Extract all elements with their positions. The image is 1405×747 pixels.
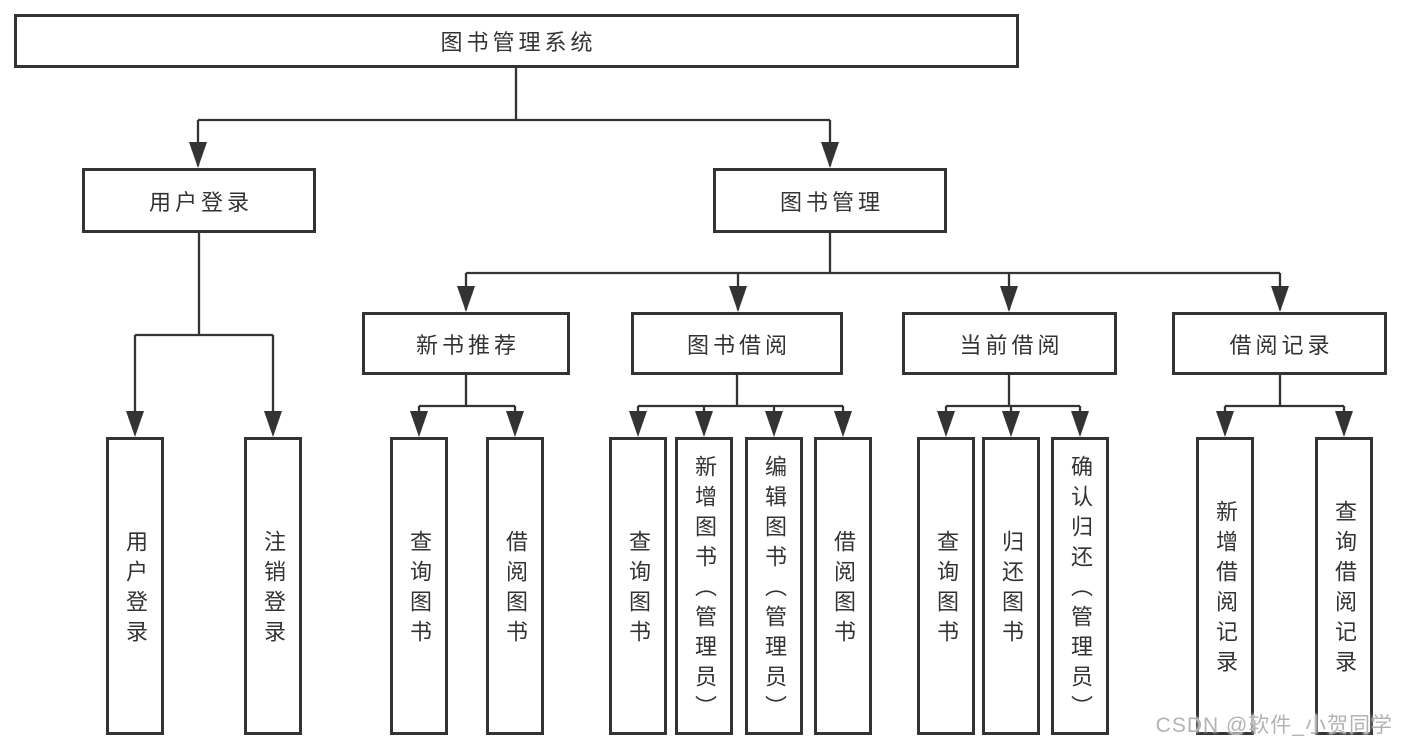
node-leaf-cb-confirm-return-label: 确认归还（管理员） xyxy=(1068,455,1093,725)
node-leaf-bb-query-book: 查询图书 xyxy=(609,437,667,735)
connector-user-login-to-leaves xyxy=(126,233,282,437)
arrow-down-icon xyxy=(1335,411,1353,437)
node-leaf-br-add-record: 新增借阅记录 xyxy=(1196,437,1254,735)
node-borrow-record: 借阅记录 xyxy=(1172,312,1387,375)
node-leaf-user-login: 用户登录 xyxy=(106,437,164,735)
arrow-down-icon xyxy=(1271,286,1289,312)
node-leaf-bb-borrow-book-label: 借阅图书 xyxy=(831,530,856,650)
connector-current-borrow-to-leaves xyxy=(937,375,1089,437)
node-leaf-bb-borrow-book: 借阅图书 xyxy=(814,437,872,735)
arrow-down-icon xyxy=(629,411,647,437)
arrow-down-icon xyxy=(506,411,524,437)
node-root-system-label: 图书管理系统 xyxy=(440,30,597,55)
arrow-down-icon xyxy=(126,411,144,437)
node-leaf-br-add-record-label: 新增借阅记录 xyxy=(1213,500,1238,680)
node-leaf-cb-confirm-return: 确认归还（管理员） xyxy=(1051,437,1109,735)
node-leaf-cb-query-book-label: 查询图书 xyxy=(934,530,959,650)
node-leaf-cb-query-book: 查询图书 xyxy=(917,437,975,735)
arrow-down-icon xyxy=(457,286,475,312)
connector-root-to-level2 xyxy=(189,68,839,168)
node-leaf-user-login-label: 用户登录 xyxy=(123,530,148,650)
node-leaf-bb-query-book-label: 查询图书 xyxy=(626,530,651,650)
node-user-login: 用户登录 xyxy=(82,168,316,233)
node-leaf-bb-add-book: 新增图书（管理员） xyxy=(675,437,733,735)
node-book-borrow: 图书借阅 xyxy=(631,312,843,375)
node-borrow-record-label: 借阅记录 xyxy=(1229,332,1334,358)
connector-book-borrow-to-leaves xyxy=(629,375,852,437)
node-leaf-rec-borrow-book-label: 借阅图书 xyxy=(503,530,528,650)
node-leaf-bb-edit-book: 编辑图书（管理员） xyxy=(745,437,803,735)
node-leaf-cb-return-book: 归还图书 xyxy=(982,437,1040,735)
node-leaf-rec-query-book: 查询图书 xyxy=(390,437,448,735)
arrow-down-icon xyxy=(1216,411,1234,437)
node-leaf-br-query-record-label: 查询借阅记录 xyxy=(1332,500,1357,680)
arrow-down-icon xyxy=(695,411,713,437)
node-root-system: 图书管理系统 xyxy=(14,14,1019,68)
node-leaf-bb-edit-book-label: 编辑图书（管理员） xyxy=(762,455,787,725)
csdn-watermark: CSDN @软件_小贺同学 xyxy=(1155,714,1393,737)
arrow-down-icon xyxy=(821,142,839,168)
node-current-borrow: 当前借阅 xyxy=(902,312,1117,375)
node-leaf-logout-label: 注销登录 xyxy=(261,530,286,650)
arrow-down-icon xyxy=(410,411,428,437)
node-new-book-rec: 新书推荐 xyxy=(362,312,570,375)
node-leaf-bb-add-book-label: 新增图书（管理员） xyxy=(692,455,717,725)
node-book-borrow-label: 图书借阅 xyxy=(686,332,791,358)
arrow-down-icon xyxy=(729,286,747,312)
node-current-borrow-label: 当前借阅 xyxy=(959,332,1064,358)
node-leaf-br-query-record: 查询借阅记录 xyxy=(1315,437,1373,735)
arrow-down-icon xyxy=(189,142,207,168)
node-leaf-rec-borrow-book: 借阅图书 xyxy=(486,437,544,735)
arrow-down-icon xyxy=(1002,411,1020,437)
arrow-down-icon xyxy=(765,411,783,437)
node-user-login-label: 用户登录 xyxy=(148,189,253,215)
arrow-down-icon xyxy=(1000,286,1018,312)
node-leaf-logout: 注销登录 xyxy=(244,437,302,735)
connector-new-book-rec-to-leaves xyxy=(410,375,524,437)
node-book-mgmt: 图书管理 xyxy=(713,168,947,233)
connector-book-mgmt-to-level3 xyxy=(457,233,1289,312)
node-new-book-rec-label: 新书推荐 xyxy=(415,332,520,358)
arrow-down-icon xyxy=(1071,411,1089,437)
connector-borrow-record-to-leaves xyxy=(1216,375,1353,437)
arrow-down-icon xyxy=(834,411,852,437)
arrow-down-icon xyxy=(264,411,282,437)
node-leaf-rec-query-book-label: 查询图书 xyxy=(407,530,432,650)
node-book-mgmt-label: 图书管理 xyxy=(779,189,884,215)
arrow-down-icon xyxy=(937,411,955,437)
node-leaf-cb-return-book-label: 归还图书 xyxy=(999,530,1024,650)
